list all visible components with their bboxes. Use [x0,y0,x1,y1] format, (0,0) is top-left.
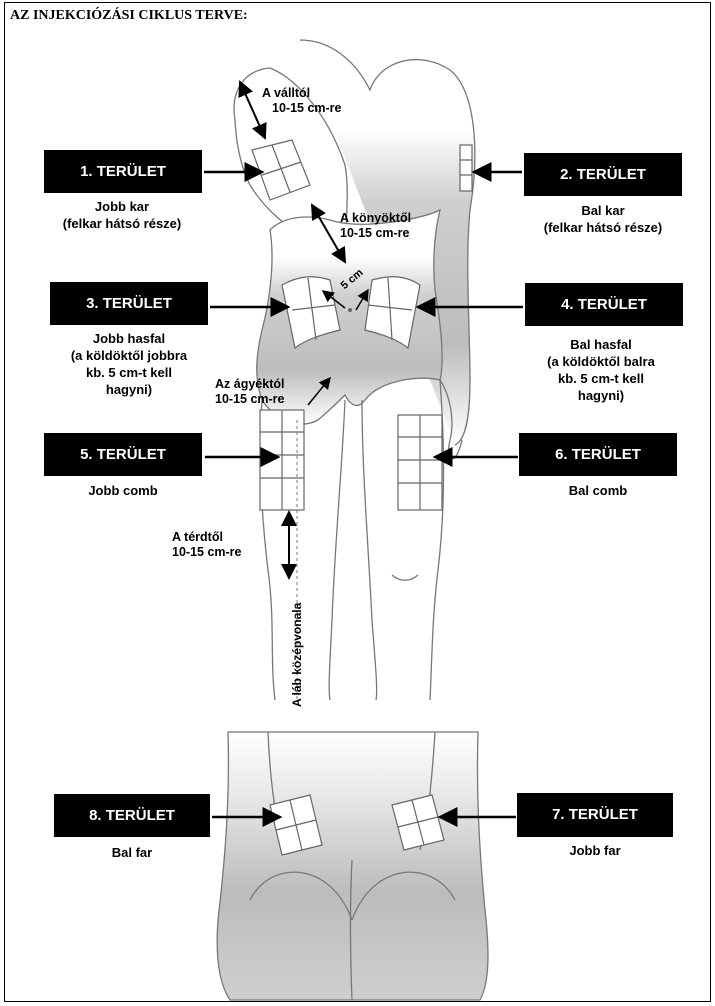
zone-3-line4: hagyni) [105,382,153,397]
zone-4-line3: kb. 5 cm-t kell [558,371,644,386]
zone-2-desc: Bal kar (felkar hátsó része) [514,202,692,236]
zone-2-line1: Bal kar [581,203,625,218]
elbow-note: A könyöktől 10-15 cm-re [340,211,411,241]
zone-6-line1: Bal comb [568,483,628,498]
zone-3-label: 3. TERÜLET [50,282,208,325]
zone-4-line4: hagyni) [577,388,625,403]
zone-6-label: 6. TERÜLET [519,433,677,476]
leg-midline-label: A láb középvonala [290,602,304,707]
zone-4-desc: Bal hasfal (a köldöktől balra kb. 5 cm-t… [512,336,690,404]
elbow-note-line1: A könyöktől [340,211,412,225]
injection-grid-right-arm [251,139,311,201]
pointer-arrows [204,162,523,827]
zone-4-line1: Bal hasfal [570,337,632,352]
injection-grid-left-arm [459,144,473,192]
knee-note: A térdtől 10-15 cm-re [172,530,242,560]
groin-note-line2: 10-15 cm-re [215,392,285,406]
groin-note: Az ágyéktól 10-15 cm-re [215,377,285,407]
front-body-figure [233,39,476,701]
zone-4-line2: (a köldöktől balra [547,354,655,369]
knee-note-line2: 10-15 cm-re [172,545,242,559]
zone-3-desc: Jobb hasfal (a köldöktől jobbra kb. 5 cm… [40,330,218,398]
zone-1-line1: Jobb kar [94,199,150,214]
injection-grid-left-thigh [397,414,443,511]
injection-grid-left-abdomen [364,276,421,350]
zone-4-label: 4. TERÜLET [525,283,683,326]
zone-3-line1: Jobb hasfal [92,331,166,346]
zone-6-desc: Bal comb [514,482,682,499]
shoulder-note-line2: 10-15 cm-re [272,101,342,115]
page-frame [4,2,711,1002]
zone-5-label: 5. TERÜLET [44,433,202,476]
zone-3-line3: kb. 5 cm-t kell [86,365,172,380]
zone-8-line1: Bal far [111,845,153,860]
navel-dot [348,308,352,312]
zone-5-line1: Jobb comb [88,483,158,498]
zone-2-label: 2. TERÜLET [524,153,682,196]
zone-1-line2: (felkar hátsó része) [62,216,182,231]
zone-7-line1: Jobb far [569,843,621,858]
zone-8-desc: Bal far [50,844,214,861]
elbow-note-line2: 10-15 cm-re [340,226,410,240]
zone-7-desc: Jobb far [514,842,676,859]
zone-1-desc: Jobb kar (felkar hátsó része) [36,198,208,232]
measurement-arrows [238,80,369,580]
knee-note-line1: A térdtől [172,530,223,544]
zone-2-line2: (felkar hátsó része) [543,220,663,235]
zone-1-label: 1. TERÜLET [44,150,202,193]
back-body-figure [216,731,489,1001]
groin-note-line1: Az ágyéktól [215,377,285,391]
page-title: AZ INJEKCIÓZÁSI CIKLUS TERVE: [10,8,248,23]
injection-grid-left-buttock [269,794,323,856]
shoulder-note: A válltól 10-15 cm-re [262,86,342,116]
zone-7-label: 7. TERÜLET [517,793,673,837]
zone-3-line2: (a köldöktől jobbra [70,348,188,363]
zone-5-desc: Jobb comb [40,482,206,499]
zone-8-label: 8. TERÜLET [54,794,210,837]
shoulder-note-line1: A válltól [262,86,311,100]
injection-grid-right-buttock [391,794,445,851]
